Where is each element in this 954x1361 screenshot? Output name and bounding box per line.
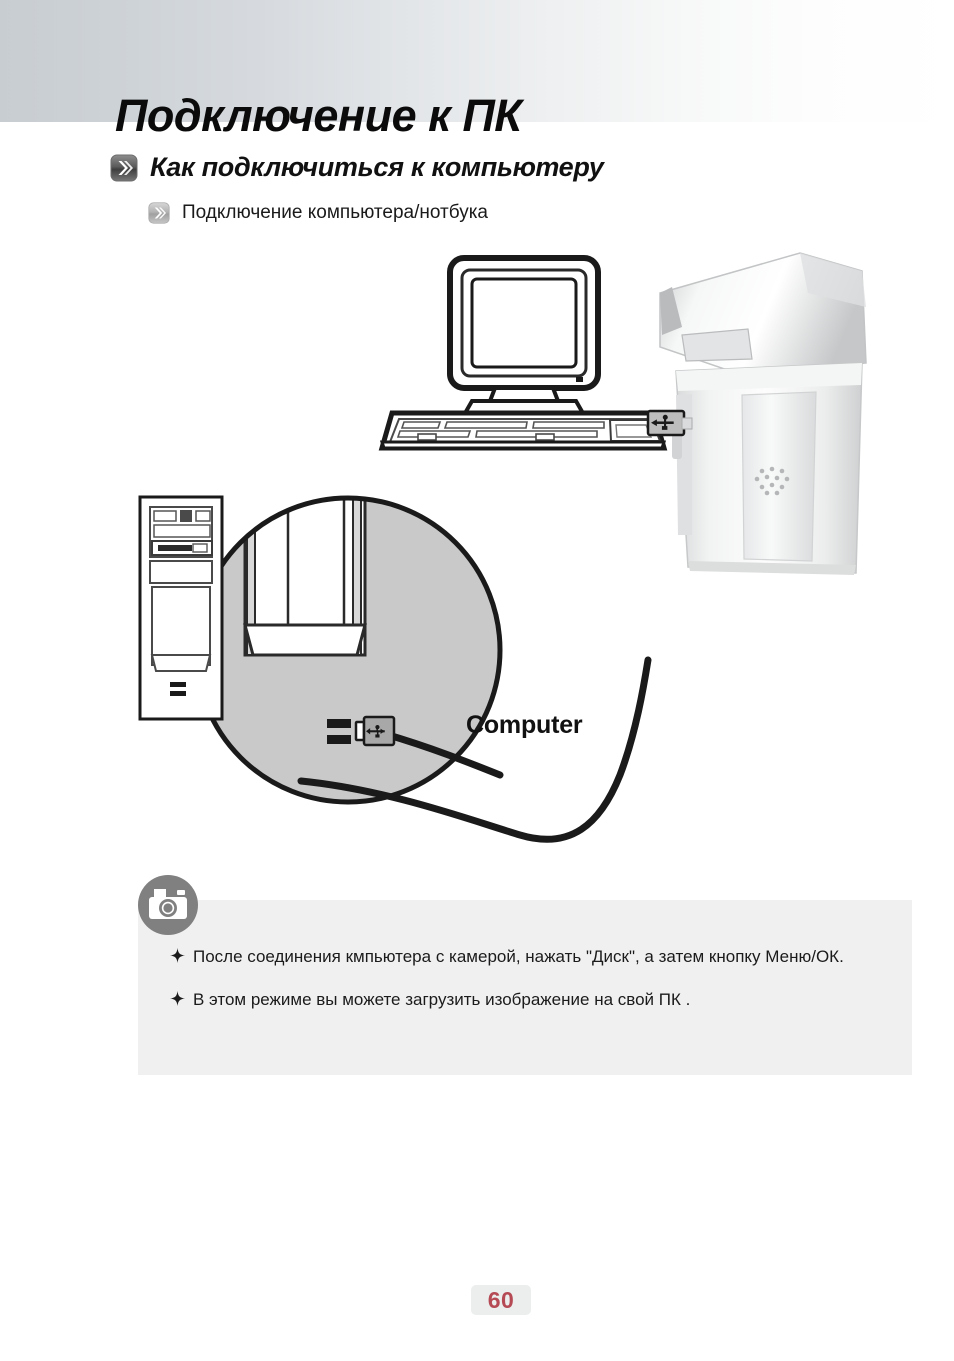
speaker-grille xyxy=(754,466,790,496)
note-item: В этом режиме вы можете загрузить изобра… xyxy=(170,988,910,1013)
double-chevron-icon xyxy=(110,154,138,182)
section-heading-secondary: Подключение компьютера/нотбука xyxy=(148,202,488,224)
digital-camera xyxy=(659,252,867,575)
page-number: 60 xyxy=(471,1285,531,1315)
double-chevron-icon xyxy=(148,202,170,224)
sparkle-bullet-icon xyxy=(170,948,185,968)
connection-diagram: Computer xyxy=(0,235,954,865)
section-heading-primary-label: Как подключиться к компьютеру xyxy=(150,152,604,182)
crt-monitor xyxy=(447,255,601,417)
pc-tower xyxy=(138,495,224,721)
page-title: Подключение к ПК xyxy=(115,90,522,142)
camera-icon xyxy=(137,874,199,936)
usb-cable xyxy=(297,656,652,843)
keyboard xyxy=(378,410,668,451)
section-heading-primary: Как подключиться к компьютеру xyxy=(110,152,604,183)
usb-connector-camera xyxy=(646,409,693,437)
section-heading-secondary-label: Подключение компьютера/нотбука xyxy=(182,202,489,223)
magnifier-circle xyxy=(193,495,503,805)
note-box xyxy=(138,900,912,1075)
computer-label: Computer xyxy=(466,711,583,739)
page-header-band xyxy=(0,0,954,122)
note-list: После соединения кмпьютера с камерой, на… xyxy=(170,945,910,1030)
note-item: После соединения кмпьютера с камерой, на… xyxy=(170,945,910,970)
note-item-text: В этом режиме вы можете загрузить изобра… xyxy=(193,989,691,1009)
connection-diagram-svg xyxy=(138,252,867,843)
note-item-text: После соединения кмпьютера с камерой, на… xyxy=(193,947,844,966)
sparkle-bullet-icon xyxy=(170,990,185,1011)
usb-connector-pc xyxy=(354,715,396,747)
